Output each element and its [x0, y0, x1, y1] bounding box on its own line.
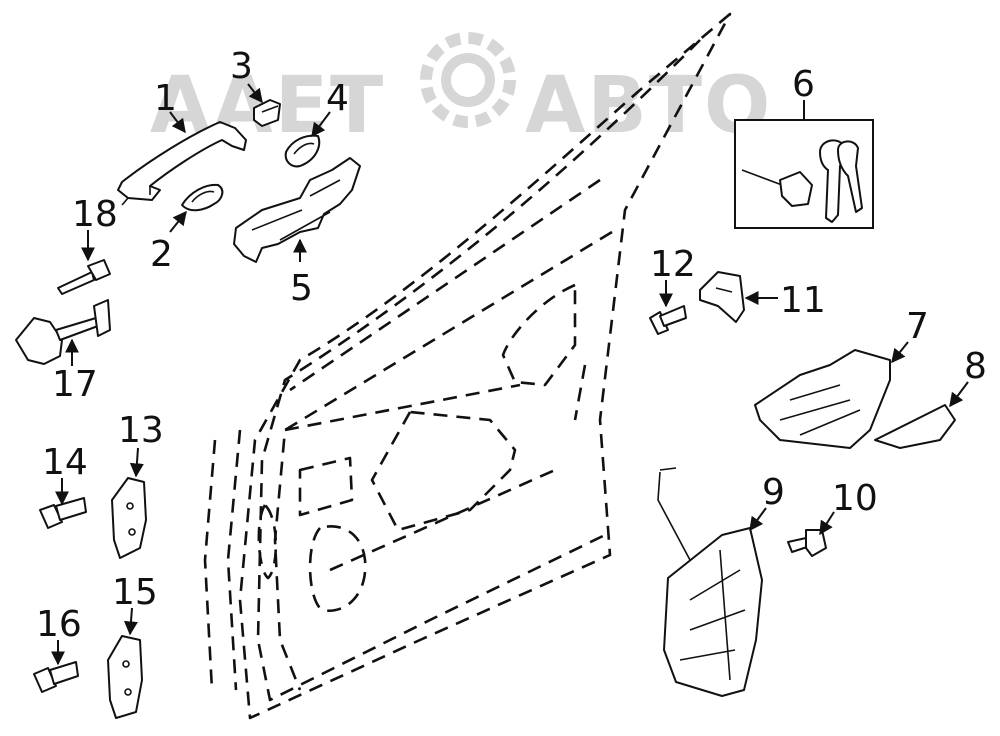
watermark-logo: ААЕТ АВТО	[150, 32, 772, 151]
part-17-door-check	[15, 299, 111, 365]
part-2-handle-bezel	[181, 183, 224, 212]
callout-6: 6	[792, 64, 815, 105]
part-7-inside-handle	[754, 349, 891, 449]
part-5-handle-frame	[233, 157, 361, 263]
part-11-striker	[699, 271, 745, 323]
part-6-key-cylinder-set	[734, 119, 874, 229]
callout-9: 9	[762, 472, 785, 513]
callout-15: 15	[112, 572, 158, 613]
callout-10: 10	[832, 478, 878, 519]
callout-numbers: 1 2 3 4 5 6 7 8 9 10 11 12 13 14 15 16 1…	[36, 46, 987, 645]
part-16-bolt	[33, 661, 79, 693]
part-14-bolt	[39, 497, 87, 529]
part-8-inside-handle-bezel	[874, 404, 956, 449]
callout-14: 14	[42, 442, 88, 483]
callout-4: 4	[326, 78, 349, 119]
part-9-door-latch	[657, 467, 763, 697]
part-13-upper-hinge	[111, 477, 147, 559]
part-12-bolt	[649, 305, 687, 335]
watermark-text-right: АВТО	[525, 61, 772, 151]
leader-lines	[51, 83, 969, 666]
callout-2: 2	[150, 234, 173, 275]
callout-11: 11	[780, 280, 826, 321]
callout-13: 13	[118, 410, 164, 451]
callout-1: 1	[154, 78, 177, 119]
door-outline	[203, 12, 732, 720]
callout-12: 12	[650, 244, 696, 285]
part-1-outside-handle	[117, 121, 247, 206]
part-4-gasket	[284, 134, 321, 168]
gear-icon	[420, 32, 516, 128]
callout-17: 17	[52, 364, 98, 405]
part-10-clip	[787, 529, 827, 557]
callout-3: 3	[230, 46, 253, 87]
callout-8: 8	[964, 346, 987, 387]
callout-5: 5	[290, 268, 313, 309]
part-15-lower-hinge	[107, 635, 143, 719]
part-18-bolt	[57, 259, 111, 295]
callout-18: 18	[72, 194, 118, 235]
callout-7: 7	[906, 306, 929, 347]
callout-16: 16	[36, 604, 82, 645]
part-3-key-cylinder-cap	[253, 99, 281, 127]
